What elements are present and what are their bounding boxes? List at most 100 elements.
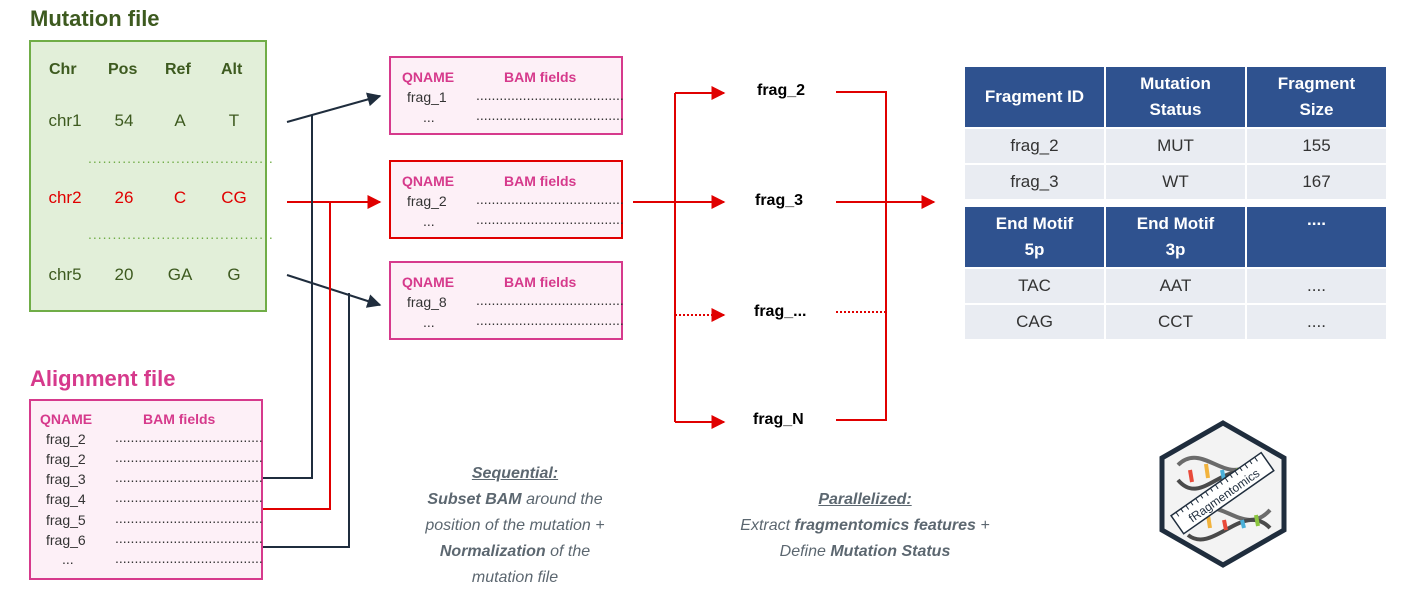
bam-subset-3-dots-1: ...................................... xyxy=(476,292,624,308)
caption-sequential-line1: around the xyxy=(521,491,603,508)
cell-fragment-id: frag_3 xyxy=(965,165,1104,199)
alignment-file-box xyxy=(29,399,263,580)
alignment-dots-6: ...................................... xyxy=(115,530,263,546)
cell-mutation-status: MUT xyxy=(1106,129,1245,163)
mutation-file-title: Mutation file xyxy=(30,6,160,31)
mutation-header-pos: Pos xyxy=(108,61,138,78)
bam-subset-1-more: ... xyxy=(423,109,435,125)
cell-end-motif-5p: CAG xyxy=(965,305,1104,339)
mutation-header-chr: Chr xyxy=(49,61,77,78)
connector-alignment-3 xyxy=(263,293,350,548)
connector-alignment-1 xyxy=(263,115,313,479)
bam-subset-3-dots-2: ...................................... xyxy=(476,312,624,328)
bam-subset-1-bam-header: BAM fields xyxy=(504,69,577,85)
bam-subset-3-qname: frag_8 xyxy=(407,294,447,310)
mutation-header-alt: Alt xyxy=(221,61,243,78)
fragment-merge-line xyxy=(836,91,887,421)
bam-subset-2-more: ... xyxy=(423,213,435,229)
alignment-qname-2: frag_2 xyxy=(46,451,86,467)
mutation-row3-pos: 20 xyxy=(114,265,134,284)
alignment-dots-5: ...................................... xyxy=(115,510,263,526)
fragment-frag-3: frag_3 xyxy=(755,192,804,209)
bam-subset-2-dots-2: ...................................... xyxy=(476,211,624,227)
caption-parallelized-line1-pre: Extract xyxy=(740,517,795,534)
caption-sequential-line2: position of the mutation + xyxy=(425,517,605,534)
alignment-qname-1: frag_2 xyxy=(46,431,86,447)
caption-parallelized-heading: Parallelized: xyxy=(818,491,912,508)
arrow-chr1-to-subset1 xyxy=(286,92,382,123)
bam-subset-2-qname-header: QNAME xyxy=(402,173,455,189)
table-row: CAG CCT .... xyxy=(965,305,1386,339)
bam-subset-2-bam-header: BAM fields xyxy=(504,173,577,189)
cell-fragment-size: 155 xyxy=(1247,129,1386,163)
bam-subset-3-bam-header: BAM fields xyxy=(504,274,577,290)
bam-subset-1-dots-2: ...................................... xyxy=(476,107,624,123)
bam-subset-2: QNAME BAM fields frag_2 ... ............… xyxy=(389,160,624,239)
mutation-row3-ref: GA xyxy=(167,265,193,284)
bam-subset-3: QNAME BAM fields frag_8 ... ............… xyxy=(389,261,624,340)
mutation-row1-ref: A xyxy=(174,111,186,130)
table-row: frag_3 WT 167 xyxy=(965,165,1386,199)
cell-more: .... xyxy=(1247,305,1386,339)
alignment-bam-header: BAM fields xyxy=(143,411,216,427)
alignment-dots-2: ...................................... xyxy=(115,449,263,465)
mutation-row1-alt: T xyxy=(228,111,240,130)
table-row: TAC AAT .... xyxy=(965,269,1386,303)
cell-end-motif-5p: TAC xyxy=(965,269,1104,303)
mutation-row1-chr: chr1 xyxy=(48,111,82,130)
bam-subset-2-qname: frag_2 xyxy=(407,193,447,209)
mutation-separator-1: ...................................... xyxy=(88,150,274,166)
cell-more: .... xyxy=(1247,269,1386,303)
cell-fragment-id: frag_2 xyxy=(965,129,1104,163)
alignment-dots-1: ...................................... xyxy=(115,429,263,445)
bam-subset-1-dots-1: ...................................... xyxy=(476,87,624,103)
caption-parallelized: Parallelized: Extract fragmentomics feat… xyxy=(705,487,1025,565)
arrow-chr5-to-subset3 xyxy=(286,274,382,308)
alignment-dots-3: ...................................... xyxy=(115,469,263,485)
alignment-qname-more: ... xyxy=(62,551,74,567)
alignment-qname-4: frag_4 xyxy=(46,491,86,507)
alignment-qname-5: frag_5 xyxy=(46,512,86,528)
caption-parallelized-status: Mutation Status xyxy=(830,543,951,560)
mutation-separator-2: ...................................... xyxy=(88,226,274,242)
caption-parallelized-line1-post: + xyxy=(975,517,990,534)
fragment-frag-n: frag_N xyxy=(753,411,804,428)
connector-alignment-2 xyxy=(263,202,331,510)
header-fragment-id: Fragment ID xyxy=(965,67,1104,127)
mutation-row3-alt: G xyxy=(227,265,241,284)
mutation-file-box xyxy=(29,40,267,312)
bam-subset-2-dots-1: ...................................... xyxy=(476,191,624,207)
bam-subset-1-qname-header: QNAME xyxy=(402,69,455,85)
cell-fragment-size: 167 xyxy=(1247,165,1386,199)
mutation-row2-pos: 26 xyxy=(114,188,134,207)
bam-subset-1: QNAME BAM fields frag_1 ... ............… xyxy=(389,56,624,135)
caption-parallelized-line2-pre: Define xyxy=(779,543,831,560)
caption-sequential-heading: Sequential: xyxy=(471,465,559,482)
fragment-frag-dots: frag_... xyxy=(754,303,807,320)
alignment-qname-header: QNAME xyxy=(40,411,93,427)
mutation-header-ref: Ref xyxy=(165,61,191,78)
bam-subset-3-more: ... xyxy=(423,314,435,330)
caption-sequential-subset: Subset BAM xyxy=(427,491,522,508)
cell-end-motif-3p: CCT xyxy=(1106,305,1245,339)
caption-sequential: Sequential: Subset BAM around the positi… xyxy=(385,461,645,591)
caption-parallelized-features: fragmentomics features xyxy=(794,517,976,534)
cell-end-motif-3p: AAT xyxy=(1106,269,1245,303)
fragmentomics-logo: fRagmentomics xyxy=(1159,420,1287,568)
alignment-dots-7: ...................................... xyxy=(115,550,263,566)
alignment-dots-4: ...................................... xyxy=(115,489,263,505)
table-row: frag_2 MUT 155 xyxy=(965,129,1386,163)
bam-subset-3-qname-header: QNAME xyxy=(402,274,455,290)
cell-mutation-status: WT xyxy=(1106,165,1245,199)
caption-sequential-normalization: Normalization xyxy=(439,543,546,560)
caption-sequential-line4: mutation file xyxy=(471,569,559,586)
mutation-row3-chr: chr5 xyxy=(48,265,82,284)
